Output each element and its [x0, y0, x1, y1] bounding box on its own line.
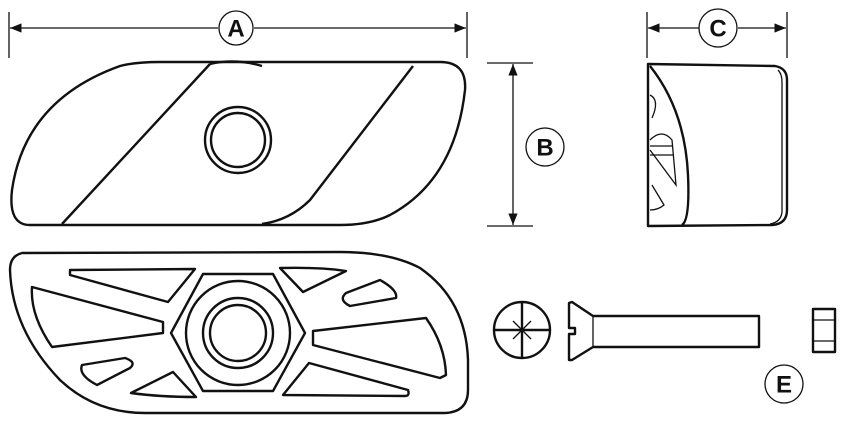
side-view [646, 62, 789, 228]
label-a: A [227, 16, 244, 43]
bottom-view [8, 250, 470, 415]
label-e: E [776, 372, 792, 399]
screw-side-view [567, 300, 761, 362]
dimension-e: E [764, 364, 804, 404]
label-c: C [709, 16, 726, 43]
dimension-c: C [646, 8, 788, 58]
nut-side-view [811, 307, 837, 354]
label-circle-e [764, 364, 804, 404]
label-circle-c [698, 8, 738, 48]
dimension-a: A [8, 10, 468, 58]
dimension-b: B [487, 62, 565, 227]
label-circle-b [525, 127, 565, 167]
label-circle-a [218, 10, 254, 46]
label-b: B [536, 135, 553, 162]
top-view [10, 60, 467, 227]
screw-head-view [492, 300, 552, 360]
